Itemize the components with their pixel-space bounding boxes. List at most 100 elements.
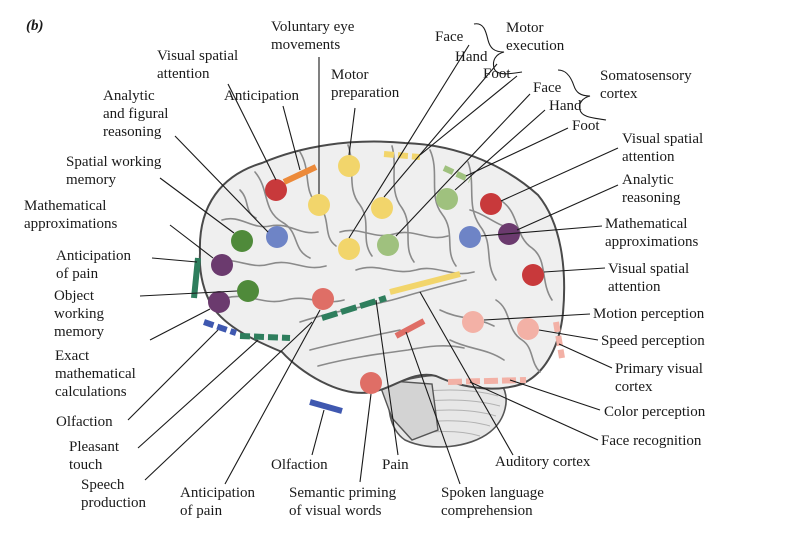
label-line: approximations xyxy=(605,234,698,250)
label-line: attention xyxy=(157,66,210,82)
exact-math-calculations-label: Exact mathematical calculations xyxy=(55,348,136,400)
olfaction-left-label: Olfaction xyxy=(56,414,113,430)
somatosensory-brace xyxy=(557,69,607,121)
label-line: Semantic priming xyxy=(289,485,397,501)
label-line: Visual spatial xyxy=(608,261,689,277)
bar-spoken-language xyxy=(389,271,461,295)
label-line: Analytic xyxy=(103,88,155,104)
dot-math-approx-left xyxy=(211,254,233,276)
label-line: Olfaction xyxy=(271,457,328,473)
label-line: memory xyxy=(54,324,104,340)
bar-speech xyxy=(321,295,387,321)
somatosensory-cortex-label: Somatosensory cortex xyxy=(600,68,692,102)
label-line: Somatosensory xyxy=(600,68,692,84)
dot-visual-spatial-r2 xyxy=(522,264,544,286)
dot-anticipation-pain xyxy=(312,288,334,310)
dot-visual-spatial-top xyxy=(265,179,287,201)
label-line: Object xyxy=(54,288,95,304)
dot-somato-hand xyxy=(436,188,458,210)
dot-motor-face xyxy=(338,238,360,260)
label-line: Pain xyxy=(382,457,409,473)
label-line: reasoning xyxy=(622,190,681,206)
dot-math-approx-right xyxy=(459,226,481,248)
label-line: Primary visual xyxy=(615,361,703,377)
label-line: comprehension xyxy=(441,503,533,519)
panel-label: (b) xyxy=(26,18,44,34)
dot-object-wm xyxy=(237,280,259,302)
analytic-reasoning-label: Analytic reasoning xyxy=(622,172,681,206)
motor-foot-label: Foot xyxy=(483,66,511,82)
dot-somato-face xyxy=(377,234,399,256)
cerebral-gyri xyxy=(213,144,553,373)
dot-analytic-figural xyxy=(266,226,288,248)
label-line: and figural xyxy=(103,106,168,122)
label-line: Mathematical xyxy=(24,198,106,214)
bar-motor-foot xyxy=(383,151,421,160)
label-line: Auditory cortex xyxy=(495,454,591,470)
color-perception-label: Color perception xyxy=(604,404,706,420)
label-line: Motor xyxy=(331,67,369,83)
label-line: Motor xyxy=(506,20,544,36)
brainstem xyxy=(376,379,439,441)
bar-olfaction-left xyxy=(203,319,237,336)
label-line: movements xyxy=(271,37,340,53)
visual-spatial-attention-r1-label: Visual spatial attention xyxy=(622,131,703,165)
bar-somato-foot xyxy=(442,165,472,183)
auditory-cortex-label: Auditory cortex xyxy=(495,454,591,470)
label-line: of pain xyxy=(56,266,99,282)
motor-face-label: Face xyxy=(435,29,464,45)
label-line: Exact xyxy=(55,348,90,364)
label-line: attention xyxy=(608,279,661,295)
face-recognition-label: Face recognition xyxy=(601,433,702,449)
dot-motion xyxy=(462,311,484,333)
label-line: working xyxy=(54,306,104,322)
label-line: cortex xyxy=(600,86,638,102)
label-line: Speed perception xyxy=(601,333,705,349)
leader-lines xyxy=(127,44,619,485)
object-working-memory-label: Object working memory xyxy=(54,288,104,340)
label-line: Anticipation xyxy=(224,88,299,104)
motion-perception-label: Motion perception xyxy=(593,306,705,322)
motor-brace xyxy=(473,23,523,75)
label-line: attention xyxy=(622,149,675,165)
label-line: of visual words xyxy=(289,503,382,519)
cerebrum xyxy=(198,140,566,394)
speed-perception-label: Speed perception xyxy=(601,333,705,349)
label-line: mathematical xyxy=(55,366,136,382)
label-line: Motion perception xyxy=(593,306,705,322)
label-line: Visual spatial xyxy=(622,131,703,147)
label-line: calculations xyxy=(55,384,127,400)
label-line: touch xyxy=(69,457,103,473)
dot-voluntary-eye xyxy=(308,194,330,216)
spoken-language-label: Spoken language comprehension xyxy=(441,485,544,519)
label-line: Spatial working xyxy=(66,154,162,170)
bar-pleasant-touch xyxy=(239,333,291,341)
label-line: Spoken language xyxy=(441,485,544,501)
label-line: Analytic xyxy=(622,172,674,188)
dot-visual-spatial-r1 xyxy=(480,193,502,215)
label-line: Olfaction xyxy=(56,414,113,430)
motor-hand-label: Hand xyxy=(455,49,488,65)
bar-pain xyxy=(394,318,426,339)
somato-hand-label: Hand xyxy=(549,98,582,114)
dot-spatial-wm xyxy=(231,230,253,252)
pain-label: Pain xyxy=(382,457,409,473)
label-line: production xyxy=(81,495,146,511)
dot-speed xyxy=(517,318,539,340)
label-line: of pain xyxy=(180,503,223,519)
visual-spatial-attention-r2-label: Visual spatial attention xyxy=(608,261,689,295)
somato-foot-label: Foot xyxy=(572,118,600,134)
